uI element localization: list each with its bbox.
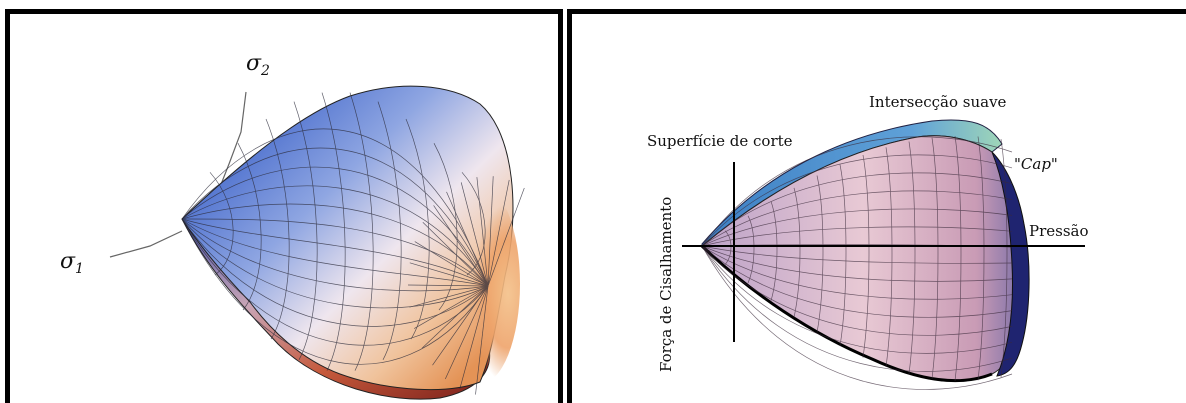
right-panel-yield-surface-section: Intersecção suave Superfície de corte "C… [567,9,1186,403]
cap-label: "Cap" [1014,155,1058,173]
pressure-label: Pressão [1029,222,1089,240]
cut-surface-label: Superfície de corte [647,132,793,150]
yield-surface-section-figure: Intersecção suave Superfície de corte "C… [572,14,1186,403]
shear-force-label: Força de Cisalhamento [657,197,675,372]
sigma2-label: σ2 [246,51,270,79]
surface-section-body [702,136,1025,381]
sigma1-axis-line [110,231,182,257]
sigma1-label: σ1 [60,249,84,277]
smooth-intersection-label: Intersecção suave [869,93,1007,111]
left-panel-3d-yield-surface: σ2 σ1 [5,9,563,403]
yield-surface-3d-figure: σ2 σ1 [10,14,558,403]
